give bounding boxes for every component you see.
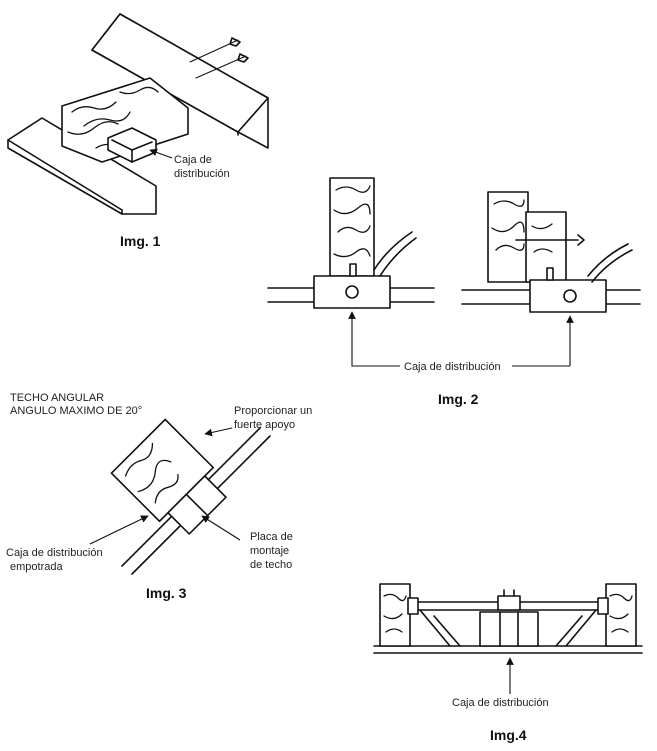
img2-right-assembly (461, 191, 641, 366)
img1-label-line1: Caja de (174, 154, 212, 166)
img1-label-line2: distribución (174, 168, 230, 180)
img3-plate-line2: montaje (250, 545, 289, 557)
img4-figure: Caja de distribución Img.4 (373, 583, 643, 743)
img3-caption: Img. 3 (146, 585, 187, 601)
img4-junction-box (479, 611, 539, 647)
img4-left-joist (379, 583, 411, 647)
img1-caption: Img. 1 (120, 233, 161, 249)
img3-support-line1: Proporcionar un (234, 405, 312, 417)
img2-label: Caja de distribución (404, 361, 501, 373)
img3-plate-line1: Placa de (250, 531, 293, 543)
img3-wood-block (110, 418, 227, 535)
img4-caption: Img.4 (490, 727, 527, 743)
img4-label: Caja de distribución (452, 697, 549, 709)
screw-icon (189, 37, 249, 79)
img1-figure: Caja de distribución Img. 1 (7, 13, 269, 249)
img3-figure: TECHO ANGULAR ANGULO MAXIMO DE 20° Propo… (6, 392, 312, 601)
img4-right-joist (605, 583, 637, 647)
img2-left-assembly (267, 177, 435, 348)
img3-support-line2: fuerte apoyo (234, 419, 295, 431)
img2-label-leader (351, 348, 570, 367)
img3-box-line1: Caja de distribución (6, 547, 103, 559)
img3-plate-line3: de techo (250, 559, 292, 571)
img2-caption: Img. 2 (438, 391, 479, 407)
img1-label-arrow (149, 148, 173, 159)
img3-title-line2: ANGULO MAXIMO DE 20° (10, 405, 142, 417)
img3-title-line1: TECHO ANGULAR (10, 392, 104, 404)
img2-figure: Caja de distribución Img. 2 (267, 177, 641, 407)
img3-box-line2: empotrada (10, 561, 63, 573)
img1-top-beam (91, 13, 269, 149)
img1-bottom-joist (7, 117, 157, 215)
